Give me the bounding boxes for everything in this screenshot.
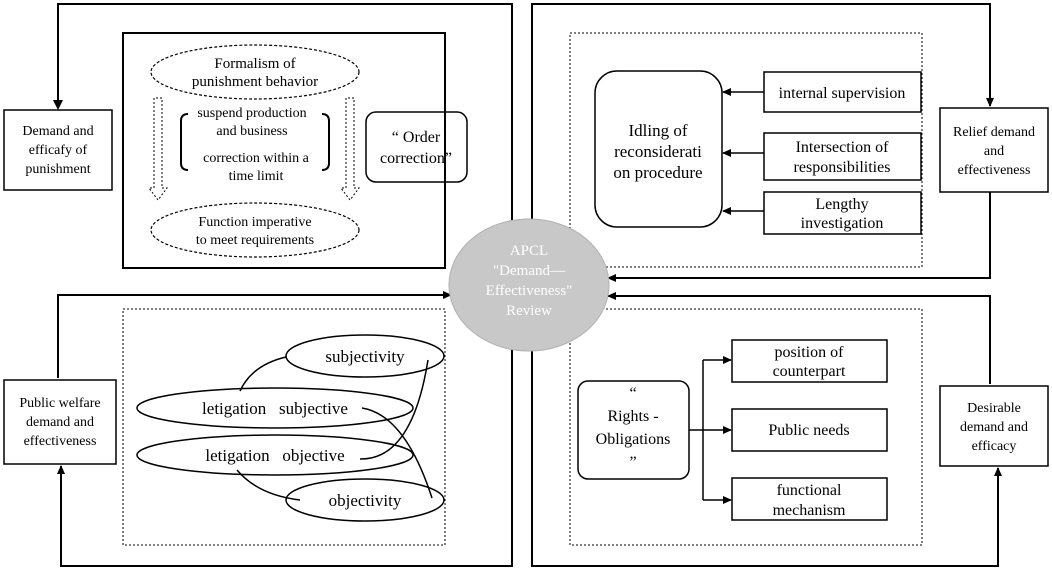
- relief-dotted-frame: [569, 32, 923, 268]
- idling-label-1: Idling of: [628, 121, 687, 140]
- functional-label-2: mechanism: [773, 502, 846, 519]
- down-arrowhead-left: [53, 100, 63, 110]
- top-right-outer-connector: [531, 3, 994, 244]
- demand-efficacy-punishment-box: [3, 109, 113, 191]
- functional-mechanism-box: [731, 477, 888, 521]
- desirable-label-1: Desirable: [967, 401, 1021, 416]
- correction-label-2: time limit: [229, 169, 284, 184]
- intersection-box: [763, 132, 922, 181]
- rights-label-3: Obligations: [596, 431, 671, 448]
- public-welfare-label-1: Public welfare: [19, 396, 100, 411]
- subjectivity-ellipse: [285, 334, 445, 378]
- punishment-inner-box: [122, 32, 446, 269]
- relief-side-label-1: Relief demand: [953, 125, 1035, 140]
- function-ellipse: [150, 202, 360, 258]
- functional-label-1: functional: [777, 482, 842, 499]
- relief-side-label-3: effectiveness: [958, 163, 1031, 178]
- left-top-quadrant: Formalism of punishment behavior suspend…: [3, 3, 513, 282]
- relief-demand-box: [939, 107, 1049, 193]
- right-bottom-quadrant: “ Rights - Obligations ” position of cou…: [531, 292, 1049, 567]
- center-label-4: Review: [506, 303, 552, 319]
- function-label-1: Function imperative: [198, 215, 311, 230]
- punishment-side-label-2: efficafy of: [29, 143, 88, 158]
- public-needs-box: [731, 408, 888, 452]
- formalism-ellipse: [150, 44, 360, 100]
- public-welfare-dotted-frame: [122, 308, 446, 546]
- right-bracket: [321, 113, 330, 171]
- idling-label-2: reconsiderati: [614, 142, 702, 161]
- left-bottom-up-connector: [57, 291, 452, 378]
- desirable-demand-box: [939, 385, 1049, 467]
- letigation-objective-label: letigation objective: [205, 446, 344, 465]
- subjectivity-label: subjectivity: [325, 347, 405, 366]
- left-bottom-quadrant: subjectivity letigation subjective letig…: [3, 291, 513, 567]
- center-review: APCL "Demand— Effectiveness" Review: [448, 218, 610, 352]
- public-welfare-label-2: demand and: [26, 415, 94, 430]
- lengthy-label-2: investigation: [801, 215, 884, 232]
- punishment-side-label-3: punishment: [25, 162, 90, 177]
- punishment-side-label-1: Demand and: [22, 124, 93, 139]
- desirable-label-2: demand and: [960, 420, 1028, 435]
- lengthy-investigation-box: [763, 191, 922, 235]
- internal-supervision-label: internal supervision: [779, 85, 906, 102]
- right-top-quadrant: Idling of reconsiderati on procedure int…: [531, 3, 1049, 282]
- correction-label-1: correction within a: [203, 151, 310, 166]
- order-label-1: “ Order: [392, 129, 441, 146]
- formalism-label-2: punishment behavior: [192, 74, 318, 90]
- right-top-return-connector: [607, 192, 991, 282]
- intersection-label-2: responsibilities: [794, 159, 891, 176]
- position-label-2: counterpart: [773, 363, 846, 380]
- intersection-label-1: Intersection of: [796, 139, 890, 156]
- subjectivity-to-subjective-curve: [239, 356, 287, 392]
- left-bracket: [180, 113, 189, 171]
- right-bottom-return-connector: [531, 330, 1002, 567]
- suspend-label-2: and business: [216, 124, 287, 139]
- center-ellipse: [448, 218, 610, 352]
- lengthy-label-1: Lengthy: [815, 196, 868, 213]
- suspend-label-1: suspend production: [197, 106, 306, 121]
- center-label-2: "Demand—: [493, 263, 566, 279]
- function-label-2: to meet requirements: [196, 233, 314, 248]
- letigation-objective-ellipse: [136, 434, 414, 476]
- position-counterpart-box: [731, 339, 888, 383]
- right-bottom-up-connector: [607, 292, 991, 384]
- subjective-to-objectivity-curve: [361, 407, 433, 499]
- left-bottom-return-connector: [57, 330, 513, 567]
- rights-label-4: ”: [629, 454, 636, 471]
- objectivity-label: objectivity: [329, 491, 402, 510]
- desirable-label-3: efficacy: [972, 439, 1017, 454]
- public-welfare-label-3: effectiveness: [24, 434, 97, 449]
- idling-label-3: on procedure: [613, 163, 702, 182]
- right-hollow-arrow: [340, 97, 360, 201]
- relief-side-label-2: and: [984, 144, 1004, 159]
- center-label-1: APCL: [510, 243, 548, 259]
- center-label-3: Effectiveness": [486, 283, 573, 299]
- rights-label-2: Rights -: [607, 408, 658, 425]
- letigation-subjective-ellipse: [136, 387, 414, 429]
- public-needs-label: Public needs: [768, 422, 849, 439]
- objective-to-subjectivity-curve: [359, 359, 429, 460]
- rights-label-1: “: [629, 385, 636, 402]
- public-welfare-box: [3, 379, 117, 465]
- letigation-subjective-label: letigation subjective: [202, 399, 348, 418]
- order-correction-box: [365, 111, 468, 183]
- objectivity-ellipse: [285, 478, 445, 522]
- position-label-1: position of: [775, 344, 845, 361]
- order-label-2: correction”: [380, 150, 452, 167]
- left-hollow-arrow: [148, 97, 168, 201]
- desirable-dotted-frame: [569, 308, 923, 546]
- formalism-label-1: Formalism of: [214, 56, 295, 72]
